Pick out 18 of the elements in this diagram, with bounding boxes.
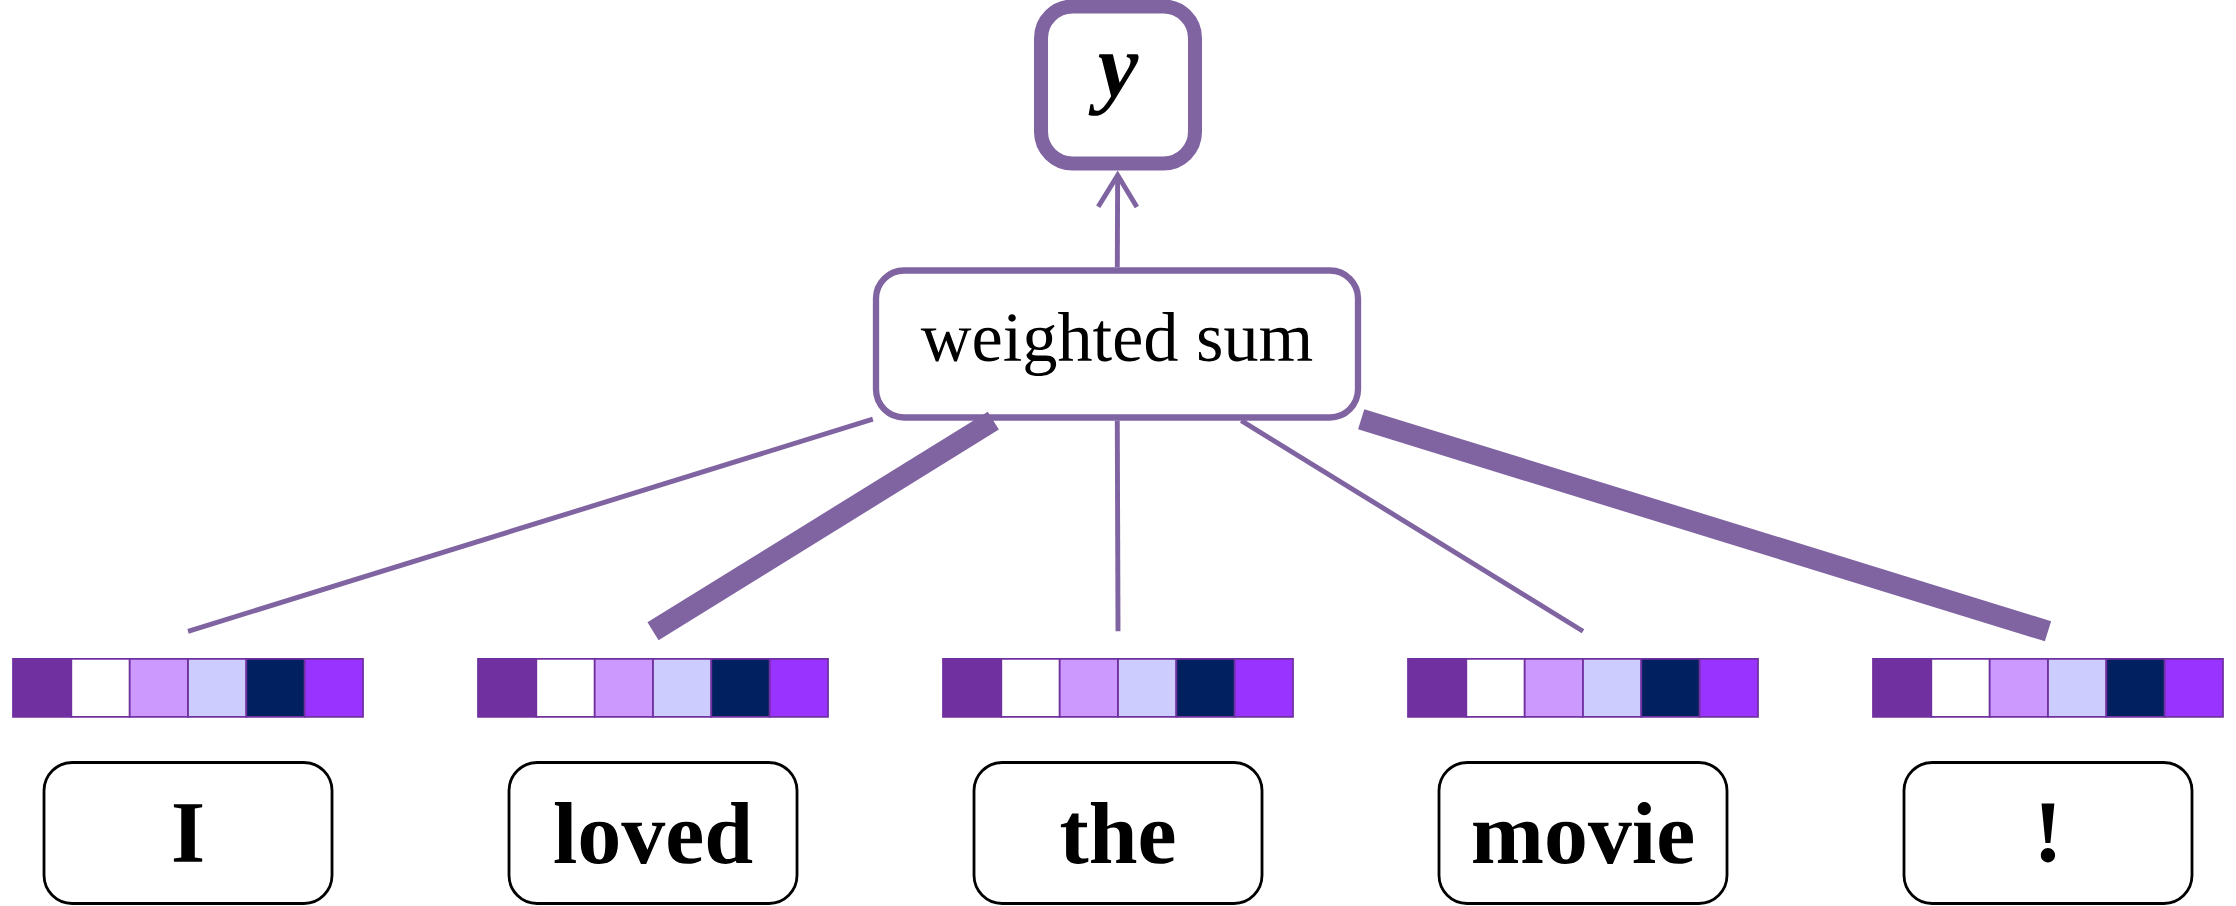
connector-line	[187, 416, 874, 634]
word-box: !	[1902, 761, 2194, 905]
connector-line	[647, 411, 999, 641]
word-box: loved	[507, 761, 799, 905]
connector-line	[1239, 418, 1585, 634]
sum-box: weighted sum	[872, 267, 1362, 421]
embedding-bar	[942, 658, 1294, 718]
embedding-bar	[1407, 658, 1759, 718]
word-box: movie	[1437, 761, 1729, 905]
embedding-bar	[12, 658, 364, 718]
embedding-bar	[1872, 658, 2224, 718]
word-box: I	[42, 761, 334, 905]
embedding-bar	[477, 658, 829, 718]
arrow	[1096, 170, 1139, 268]
connector-line	[1358, 409, 2052, 642]
word-box: the	[972, 761, 1264, 905]
connector-line	[1114, 420, 1121, 632]
output-box: y	[1034, 0, 1203, 171]
